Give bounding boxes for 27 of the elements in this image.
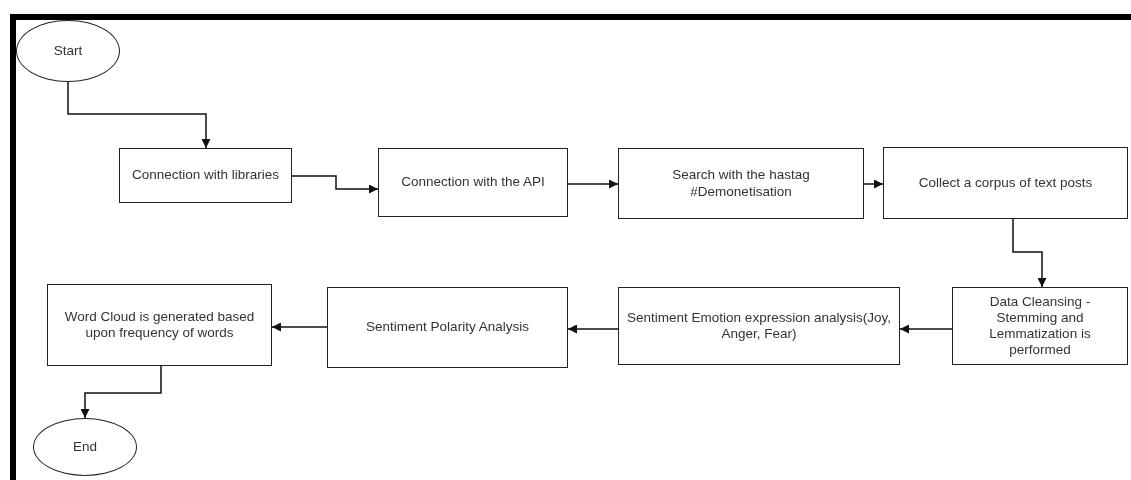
- process-box: [618, 287, 900, 365]
- arrow: [899, 324, 953, 334]
- arrow: [567, 179, 619, 189]
- arrow: [271, 322, 328, 332]
- node-text: Connection with libraries: [131, 167, 280, 184]
- arrow: [291, 175, 379, 194]
- process-box: [883, 147, 1128, 219]
- node-text: Collect a corpus of text posts: [918, 174, 1093, 192]
- arrow: [567, 324, 619, 334]
- node-text: Sentiment Polarity Analysis: [366, 319, 529, 336]
- arrow: [863, 179, 884, 189]
- arrow: [80, 365, 162, 419]
- process-box: [952, 287, 1128, 365]
- process-box: [47, 284, 272, 366]
- node-text: Start: [53, 42, 83, 60]
- arrow: [67, 81, 211, 149]
- arrow: [1012, 218, 1047, 288]
- node-text: Word Cloud is generated based upon frequency of words: [63, 308, 256, 342]
- node-text: Data Cleansing - Stemming and Lemmatization is performed: [988, 293, 1092, 359]
- process-box: [618, 148, 864, 219]
- process-box: [327, 287, 568, 368]
- node-text: Sentiment Emotion expression analysis(Joy, Anger, Fear): [626, 309, 892, 343]
- node-text: Connection with the API: [401, 174, 545, 191]
- process-box: [378, 148, 568, 217]
- node-text: End: [73, 438, 97, 456]
- node-text: Search with the hastag #Demonetisation: [671, 167, 811, 200]
- process-box: [119, 148, 292, 203]
